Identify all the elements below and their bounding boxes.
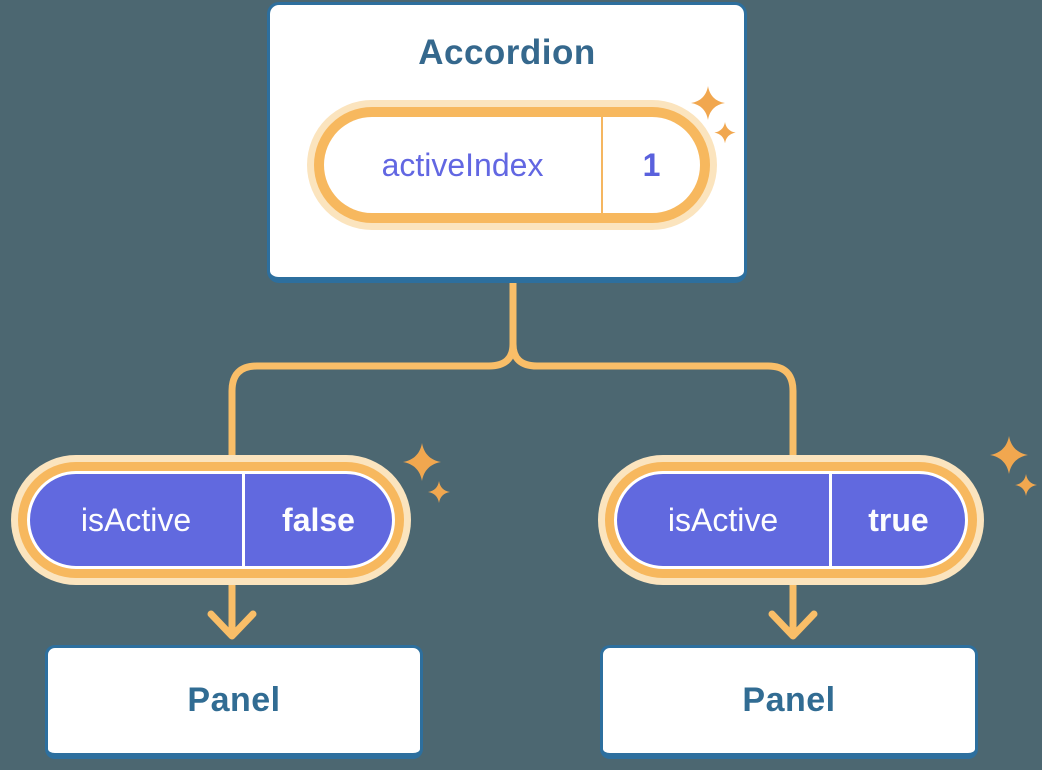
prop-pill-body: isActive true [614, 471, 968, 569]
accordion-title: Accordion [418, 33, 596, 72]
state-pill-body: activeIndex 1 [324, 117, 700, 213]
panel-card-left: Panel [45, 645, 423, 759]
prop-pill-name: isActive [667, 501, 779, 538]
panel-label: Panel [187, 681, 281, 719]
state-pill-value: 1 [642, 146, 661, 183]
fork-line [228, 274, 797, 466]
prop-pill-divider [829, 474, 832, 566]
arrow-right [768, 579, 818, 640]
panel-card-right: Panel [600, 645, 978, 759]
sparkle-small-icon [714, 122, 736, 144]
prop-pill-isactive-true: isActive true [598, 455, 984, 585]
sparkle-icon [691, 86, 736, 144]
panel-label: Panel [742, 681, 836, 719]
prop-pill-value: true [868, 501, 929, 538]
arrow-left [207, 579, 257, 640]
sparkle-icon [990, 436, 1037, 496]
state-pill-name: activeIndex [381, 146, 544, 183]
prop-pill-isactive-false: isActive false [11, 455, 411, 585]
prop-pill-body: isActive false [27, 471, 395, 569]
prop-pill-divider [242, 474, 245, 566]
state-pill-ring: activeIndex 1 [314, 107, 710, 223]
sparkle-large-icon [691, 86, 725, 120]
prop-pill-ring: isActive false [18, 462, 404, 578]
sparkle-small-icon [428, 481, 450, 503]
prop-pill-name: isActive [80, 501, 192, 538]
state-pill: activeIndex 1 [307, 100, 717, 230]
sparkle-large-icon [403, 443, 441, 481]
sparkle-small-icon [1015, 474, 1037, 496]
prop-pill-ring: isActive true [605, 462, 977, 578]
sparkle-icon [403, 443, 450, 503]
state-pill-divider [601, 117, 603, 213]
sparkle-large-icon [990, 436, 1028, 474]
prop-pill-value: false [282, 501, 355, 538]
